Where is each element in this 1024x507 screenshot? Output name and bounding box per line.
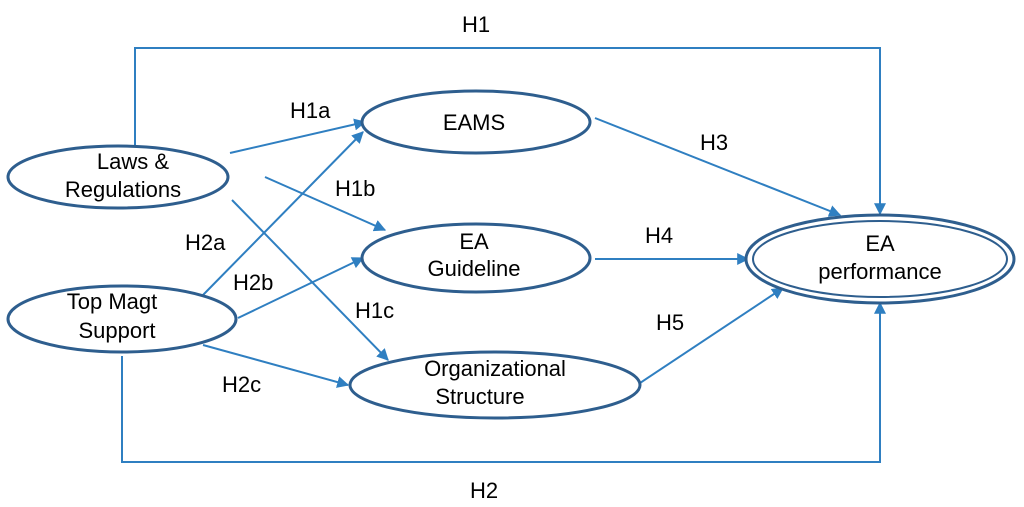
edge-h1 xyxy=(134,47,886,216)
edge-h2b xyxy=(237,257,365,319)
node-label-line2: Structure xyxy=(435,384,524,409)
node-label-line1: Organizational xyxy=(424,356,566,381)
edge-label-h2c: H2c xyxy=(222,372,261,397)
edge-labels: H1 H2 H1a H1b H1c H2a H2b H2c H3 H4 H5 xyxy=(185,12,728,503)
edge-label-h1b: H1b xyxy=(335,176,375,201)
edge-label-h1a: H1a xyxy=(290,98,331,123)
edge-label-h5: H5 xyxy=(656,310,684,335)
edge-label-h3: H3 xyxy=(700,130,728,155)
edge-h1b xyxy=(264,176,387,232)
edge-label-h2b: H2b xyxy=(233,270,273,295)
edge-label-h1c: H1c xyxy=(355,298,394,323)
node-label-line1: Laws & xyxy=(97,149,169,174)
node-label-line2: Support xyxy=(78,318,155,343)
node-ea-performance: EA performance xyxy=(744,213,1016,305)
node-label-line2: Guideline xyxy=(428,256,521,281)
node-label-line1: EA xyxy=(865,231,895,256)
node-label-line1: EA xyxy=(459,229,489,254)
edge-label-h1: H1 xyxy=(462,12,490,37)
edge-h2a xyxy=(202,131,364,296)
node-laws-regulations: Laws & Regulations xyxy=(6,144,230,210)
edge-h2 xyxy=(121,301,886,463)
node-top-magt-support: Top Magt Support xyxy=(6,284,238,354)
edge-h1c xyxy=(231,199,389,361)
edge-h1a xyxy=(229,118,367,154)
edges xyxy=(121,47,886,463)
edge-label-h2: H2 xyxy=(470,478,498,503)
edge-h2c xyxy=(202,344,350,388)
node-eams: EAMS xyxy=(360,89,592,155)
edge-label-h4: H4 xyxy=(645,223,673,248)
edge-label-h2a: H2a xyxy=(185,230,226,255)
node-label-line1: EAMS xyxy=(443,110,505,135)
edge-h5 xyxy=(639,287,784,384)
node-label-line2: performance xyxy=(818,259,942,284)
node-label-line2: Regulations xyxy=(65,177,181,202)
edge-h3 xyxy=(594,117,842,217)
node-organizational-structure: Organizational Structure xyxy=(348,350,642,420)
node-ea-guideline: EA Guideline xyxy=(360,222,592,294)
node-label-line1: Top Magt xyxy=(67,289,158,314)
